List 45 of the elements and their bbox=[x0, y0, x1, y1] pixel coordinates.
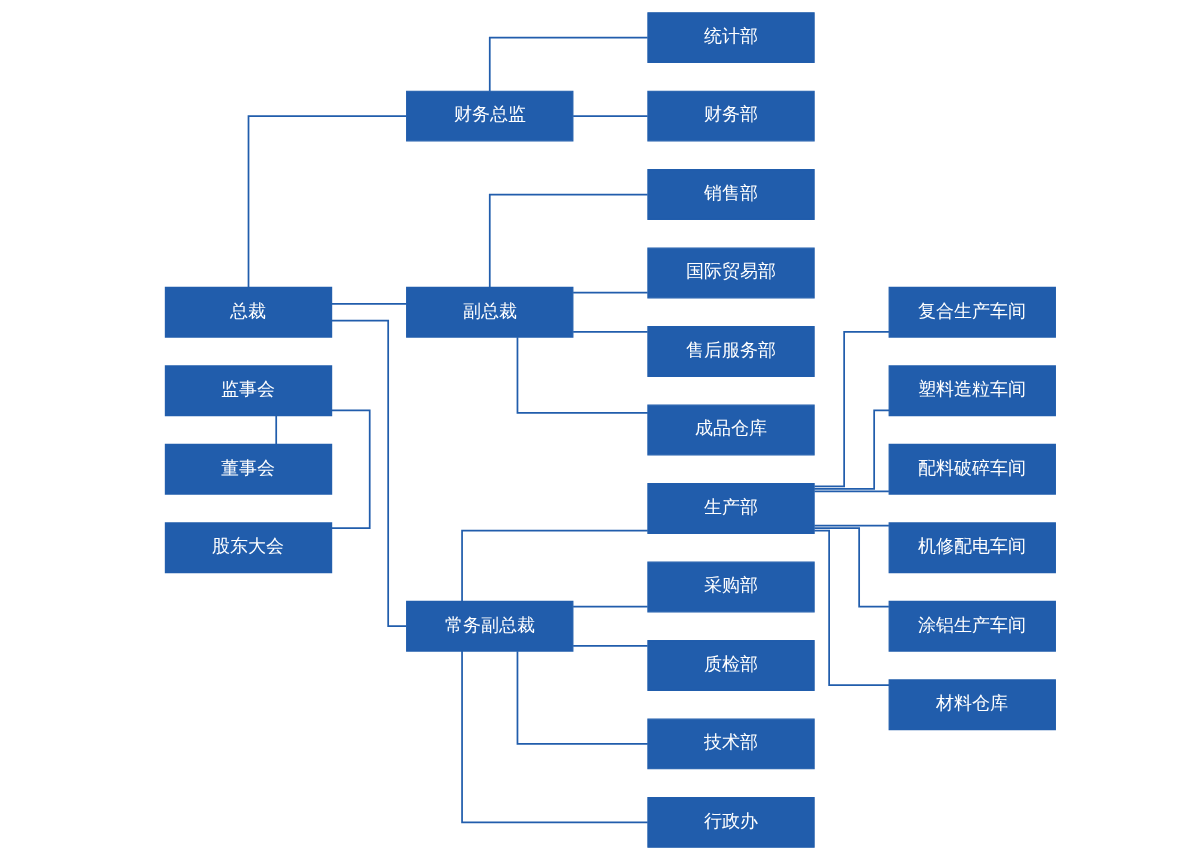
node-box: 材料仓库 bbox=[888, 679, 1056, 731]
connector bbox=[813, 524, 890, 527]
connector bbox=[330, 409, 371, 529]
node-box: 生产部 bbox=[647, 483, 815, 534]
connector bbox=[331, 303, 408, 305]
node-box: 销售部 bbox=[647, 169, 815, 220]
connector bbox=[330, 319, 408, 628]
node-box: 质检部 bbox=[647, 640, 815, 691]
connector bbox=[275, 414, 278, 446]
node-box: 监事会 bbox=[164, 365, 333, 417]
node-box: 副总裁 bbox=[406, 286, 574, 338]
node-box: 董事会 bbox=[164, 443, 333, 495]
node-box: 统计部 bbox=[647, 12, 815, 63]
node-box: 采购部 bbox=[647, 561, 815, 613]
node-box: 涂铝生产车间 bbox=[888, 600, 1056, 652]
node-box: 总裁 bbox=[164, 286, 333, 338]
connector bbox=[572, 645, 649, 647]
node-box: 复合生产车间 bbox=[888, 286, 1056, 338]
connector bbox=[813, 527, 890, 608]
connector bbox=[572, 331, 649, 333]
node-box: 机修配电车间 bbox=[888, 522, 1056, 574]
node-box: 售后服务部 bbox=[647, 326, 815, 377]
connector bbox=[488, 193, 649, 289]
connector bbox=[247, 115, 408, 289]
connector bbox=[488, 36, 649, 93]
node-box: 配料破碎车间 bbox=[888, 443, 1056, 495]
node-box: 财务总监 bbox=[406, 90, 574, 142]
connector bbox=[572, 605, 649, 608]
connector bbox=[461, 650, 649, 824]
node-box: 股东大会 bbox=[164, 522, 333, 574]
node-box: 常务副总裁 bbox=[406, 600, 574, 652]
connector bbox=[572, 115, 649, 117]
connector bbox=[461, 529, 649, 602]
node-box: 成品仓库 bbox=[647, 404, 815, 456]
node-box: 财务部 bbox=[647, 90, 815, 142]
connector bbox=[813, 490, 890, 493]
node-box: 塑料造粒车间 bbox=[888, 365, 1056, 417]
connector bbox=[572, 291, 649, 294]
connector bbox=[813, 529, 890, 686]
connector bbox=[813, 331, 890, 488]
node-box: 行政办 bbox=[647, 797, 815, 848]
node-box: 国际贸易部 bbox=[647, 247, 815, 299]
node-box: 技术部 bbox=[647, 718, 815, 770]
connector bbox=[516, 650, 649, 745]
connector bbox=[516, 336, 649, 414]
